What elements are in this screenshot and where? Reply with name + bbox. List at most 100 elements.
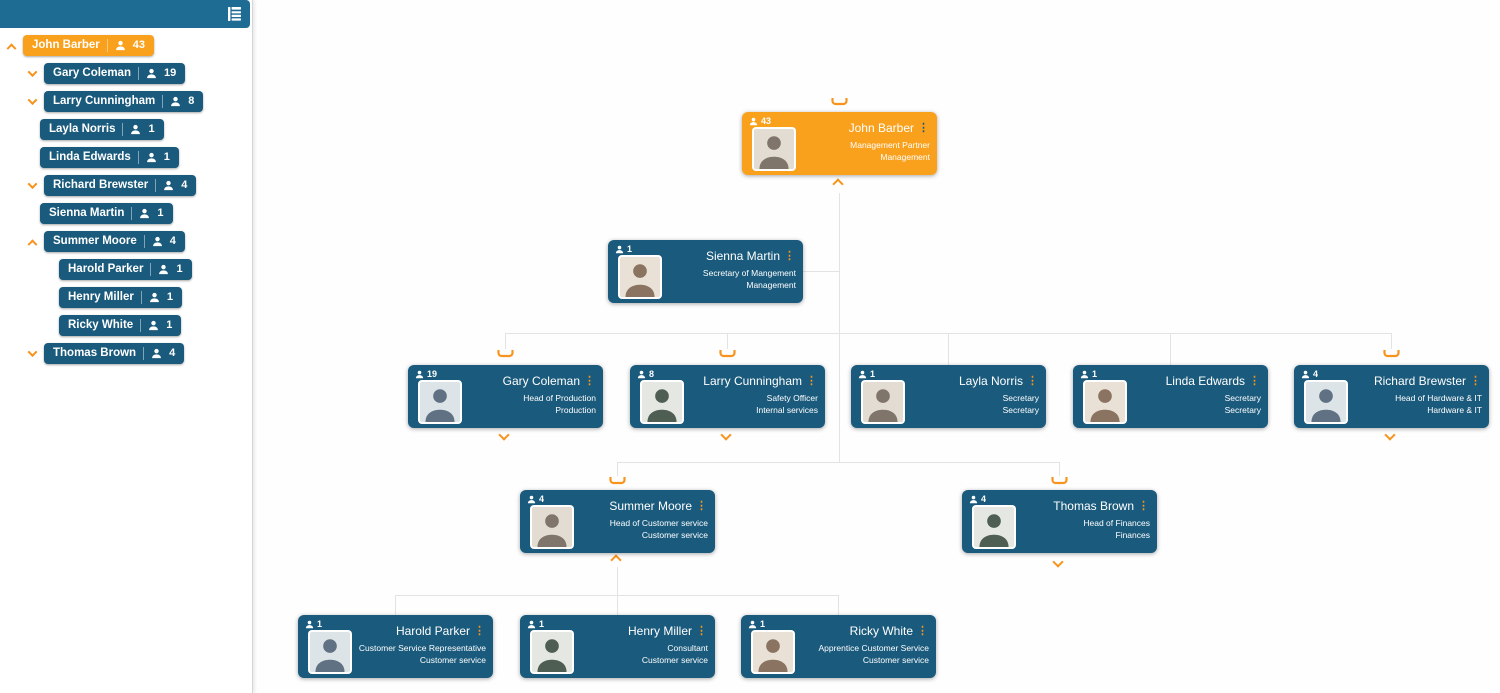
kebab-menu-icon[interactable]: ⋮ [474,624,485,637]
tree-row: Summer Moore 4 [0,230,252,252]
connector-line [395,595,838,596]
tree-item-label: Sienna Martin [49,207,125,219]
org-node-thomas-brown[interactable]: 4 Thomas Brown⋮ Head of Finances Finance… [962,490,1157,553]
node-department: Customer service [641,530,708,540]
kebab-menu-icon[interactable]: ⋮ [1470,374,1481,387]
chevron-down-icon[interactable] [1384,429,1396,441]
org-node-john-barber[interactable]: 43 John Barber⋮ Management Partner Manag… [742,112,937,175]
person-icon [171,96,181,106]
collapse-bracket-icon[interactable] [719,350,736,358]
chevron-up-icon[interactable] [610,554,622,566]
chevron-down-icon[interactable] [720,429,732,441]
org-node-ricky-white[interactable]: 1 Ricky White⋮ Apprentice Customer Servi… [741,615,936,678]
kebab-menu-icon[interactable]: ⋮ [1027,374,1038,387]
tree-item-thomas-brown[interactable]: Thomas Brown 4 [44,342,185,364]
connector-line [395,595,396,615]
collapse-bracket-icon[interactable] [609,477,626,485]
node-name: Sienna Martin [705,249,780,263]
avatar [640,380,684,424]
chevron-down-icon[interactable] [27,94,38,105]
tree-view-icon[interactable] [227,6,242,22]
tree-item-henry-miller[interactable]: Henry Miller 1 [59,286,182,308]
kebab-menu-icon[interactable]: ⋮ [696,499,707,512]
tree-row: Linda Edwards 1 [0,146,252,168]
collapse-bracket-icon[interactable] [831,98,848,106]
node-title: Consultant [667,643,708,653]
tree-item-layla-norris[interactable]: Layla Norris 1 [40,118,164,140]
tree-item-harold-parker[interactable]: Harold Parker 1 [59,258,192,280]
node-title: Safety Officer [766,393,818,403]
org-node-layla-norris[interactable]: 1 Layla Norris⋮ Secretary Secretary [851,365,1046,428]
tree-item-summer-moore[interactable]: Summer Moore 4 [44,230,185,252]
subordinate-count: 4 [1313,369,1319,379]
chevron-down-icon[interactable] [27,178,38,189]
person-icon [415,370,424,378]
node-title: Management Partner [850,140,930,150]
tree-item-linda-edwards[interactable]: Linda Edwards 1 [40,146,179,168]
avatar [530,505,574,549]
tree-item-sienna-martin[interactable]: Sienna Martin 1 [40,202,173,224]
chevron-down-icon[interactable] [1052,556,1064,568]
tree-row: Harold Parker 1 [0,258,252,280]
tree-item-ricky-white[interactable]: Ricky White 1 [59,314,182,336]
kebab-menu-icon[interactable]: ⋮ [806,374,817,387]
org-node-larry-cunningham[interactable]: 8 Larry Cunningham⋮ Safety Officer Inter… [630,365,825,428]
connector-line [1059,462,1060,476]
person-icon [152,236,162,246]
org-node-gary-coleman[interactable]: 19 Gary Coleman⋮ Head of Production Prod… [408,365,603,428]
kebab-menu-icon[interactable]: ⋮ [784,249,795,262]
avatar [418,380,462,424]
org-node-sienna-martin[interactable]: 1 Sienna Martin⋮ Secretary of Mangement … [608,240,803,303]
org-node-richard-brewster[interactable]: 4 Richard Brewster⋮ Head of Hardware & I… [1294,365,1489,428]
node-department: Management [880,152,930,162]
org-node-harold-parker[interactable]: 1 Harold Parker⋮ Customer Service Repres… [298,615,493,678]
connector-line [803,271,839,272]
chevron-down-icon[interactable] [27,66,38,77]
chevron-down-icon[interactable] [498,429,510,441]
org-node-linda-edwards[interactable]: 1 Linda Edwards⋮ Secretary Secretary [1073,365,1268,428]
chevron-up-icon[interactable] [6,42,17,53]
chevron-down-icon[interactable] [27,346,38,357]
node-department: Finances [1115,530,1151,540]
tree-item-john-barber[interactable]: John Barber 43 [23,34,154,56]
collapse-bracket-icon[interactable] [497,350,514,358]
chevron-up-icon[interactable] [832,178,844,190]
kebab-menu-icon[interactable]: ⋮ [1249,374,1260,387]
tree-item-label: Larry Cunningham [53,95,156,107]
kebab-menu-icon[interactable]: ⋮ [917,624,928,637]
tree-item-richard-brewster[interactable]: Richard Brewster 4 [44,174,197,196]
avatar [752,127,796,171]
subordinate-count-badge: 1 [305,619,322,629]
person-icon [149,292,159,302]
subordinate-count-badge: 8 [637,369,654,379]
node-department: Customer service [419,655,486,665]
node-name: John Barber [848,121,914,135]
person-icon [305,620,314,628]
subordinate-count: 1 [627,244,633,254]
avatar [1304,380,1348,424]
divider [140,318,142,332]
person-icon [615,245,624,253]
kebab-menu-icon[interactable]: ⋮ [1138,499,1149,512]
person-icon [115,40,125,50]
connector-line [838,595,839,615]
person-icon [748,620,757,628]
connector-line [617,567,618,595]
person-icon [140,208,150,218]
tree-item-label: Gary Coleman [53,67,131,79]
kebab-menu-icon[interactable]: ⋮ [918,121,929,134]
kebab-menu-icon[interactable]: ⋮ [584,374,595,387]
tree-item-label: Harold Parker [68,263,144,275]
tree-item-larry-cunningham[interactable]: Larry Cunningham 8 [44,90,204,112]
person-icon [146,152,156,162]
kebab-menu-icon[interactable]: ⋮ [696,624,707,637]
collapse-bracket-icon[interactable] [1051,477,1068,485]
node-department: Customer service [862,655,929,665]
divider [106,38,108,52]
tree-item-gary-coleman[interactable]: Gary Coleman 19 [44,62,186,84]
org-node-henry-miller[interactable]: 1 Henry Miller⋮ Consultant Customer serv… [520,615,715,678]
collapse-bracket-icon[interactable] [1383,350,1400,358]
org-node-summer-moore[interactable]: 4 Summer Moore⋮ Head of Customer service… [520,490,715,553]
chevron-up-icon[interactable] [27,238,38,249]
